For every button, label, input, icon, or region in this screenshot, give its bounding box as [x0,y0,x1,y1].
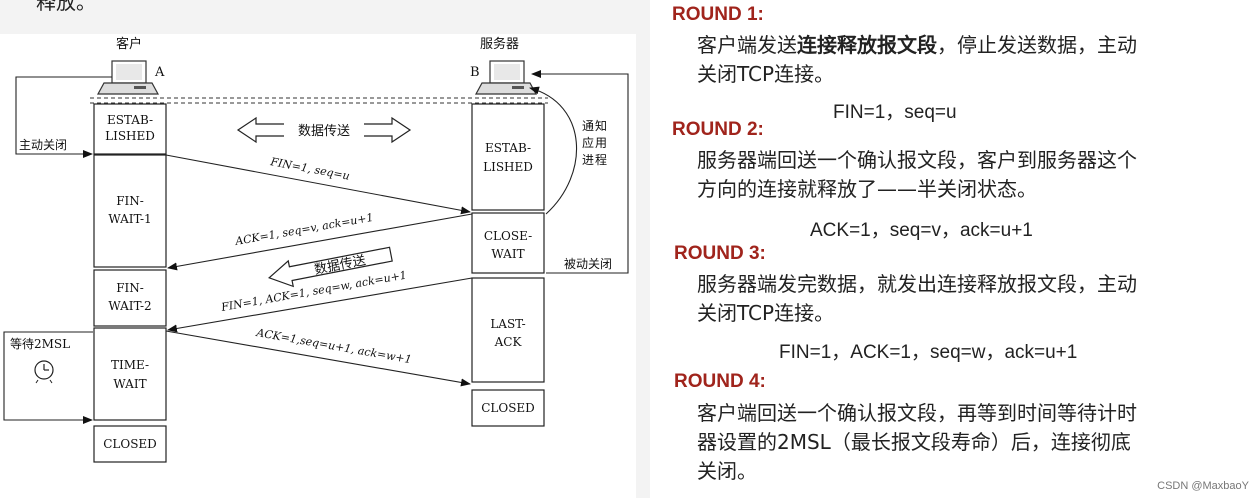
server-state-closewait-1: CLOSE- [484,229,532,243]
active-close-arrow [15,76,112,158]
msg-arrow-fin-ack [167,277,473,333]
wait-2msl-arrow [3,331,93,424]
top-text-fragment: 释放。 [36,0,96,14]
wait-2msl-label: 等待2MSL [10,337,70,351]
round-3-text: 服务器端发完数据，就发出连接释放报文段，主动 关闭TCP连接。 [697,272,1137,325]
svg-text:数据传送: 数据传送 [298,124,350,139]
server-state-column: ESTAB- LISHED CLOSE- WAIT LAST- ACK CLOS… [471,103,545,427]
round-4-title: ROUND 4: [674,371,766,392]
client-letter: A [154,65,165,80]
explanation-panel: ROUND 1: 客户端发送连接释放报文段，停止发送数据，主动 关闭TCP连接。… [650,0,1257,498]
client-label: 客户 [116,36,142,52]
server-state-lastack-1: LAST- [490,317,525,331]
svg-text:进: 进 [582,153,594,167]
svg-text:程: 程 [595,152,607,167]
svg-text:知: 知 [595,119,607,133]
notify-app-arrow [529,86,577,215]
server-state-closed: CLOSED [481,401,535,415]
passive-close-label: 被动关闭 [564,257,612,271]
client-state-finwait1-1: FIN- [116,194,144,208]
client-computer-icon [96,60,160,95]
watermark: CSDN @MaxbaoY [1157,480,1249,492]
server-letter: B [470,65,480,80]
server-computer-icon [474,60,538,95]
passive-close-arrow [531,70,629,274]
left-panel: 释放。 客户 服务器 A B [0,0,650,498]
server-label: 服务器 [480,36,519,52]
svg-text:用: 用 [595,136,607,150]
data-transfer-arrow-top: 数据传送 [236,116,412,144]
client-state-finwait2-2: WAIT-2 [108,299,151,313]
svg-text:应: 应 [582,135,594,150]
client-state-column: ESTAB- LISHED FIN- WAIT-1 FIN- WAIT-2 TI… [93,103,167,463]
client-state-timewait-1: TIME- [111,358,149,372]
client-state-closed: CLOSED [103,437,157,451]
round-2-formula: ACK=1，seq=v，ack=u+1 [810,220,1033,241]
server-state-lastack-2: ACK [494,335,523,349]
round-2-text: 服务器端回送一个确认报文段，客户到服务器这个 方向的连接就释放了——半关闭状态。 [697,148,1137,201]
server-state-established-1: ESTAB- [485,141,531,155]
round-2-title: ROUND 2: [672,119,764,140]
round-1-title: ROUND 1: [672,4,764,25]
msg-arrow-fin [165,154,471,215]
tcp-close-diagram: 客户 服务器 A B ESTAB- LISHED FIN- WAIT-1 FIN… [0,34,636,498]
svg-text:通: 通 [582,119,594,133]
round-1-formula: FIN=1，seq=u [833,102,957,123]
notify-app-label: 通 知 应 用 进 程 [582,119,607,167]
active-close-label: 主动关闭 [19,138,67,152]
server-state-closewait-2: WAIT [491,247,524,261]
svg-text:数据传送: 数据传送 [313,253,367,278]
msg-arrow-ack1 [167,213,473,271]
client-state-finwait1-2: WAIT-1 [108,212,151,226]
msg-label-ack1: ACK=1, seq=v, ack=u+1 [233,211,374,248]
msg-arrow-ack2 [165,330,471,387]
round-3-title: ROUND 3: [674,243,766,264]
diagram-svg: 客户 服务器 A B ESTAB- LISHED FIN- WAIT-1 FIN… [3,36,629,463]
client-state-finwait2-1: FIN- [116,281,144,295]
clock-icon [34,360,54,384]
client-state-established-1: ESTAB- [107,113,153,127]
round-3-formula: FIN=1，ACK=1，seq=w，ack=u+1 [779,342,1078,363]
client-state-established-2: LISHED [105,129,155,143]
round-4-text: 客户端回送一个确认报文段，再等到时间等待计时 器设置的2MSL（最长报文段寿命）… [697,401,1137,483]
client-state-timewait-2: WAIT [113,377,146,391]
msg-label-fin: FIN=1, seq=u [268,155,350,183]
server-state-established-2: LISHED [483,160,533,174]
round-1-text: 客户端发送连接释放报文段，停止发送数据，主动 关闭TCP连接。 [697,33,1137,86]
